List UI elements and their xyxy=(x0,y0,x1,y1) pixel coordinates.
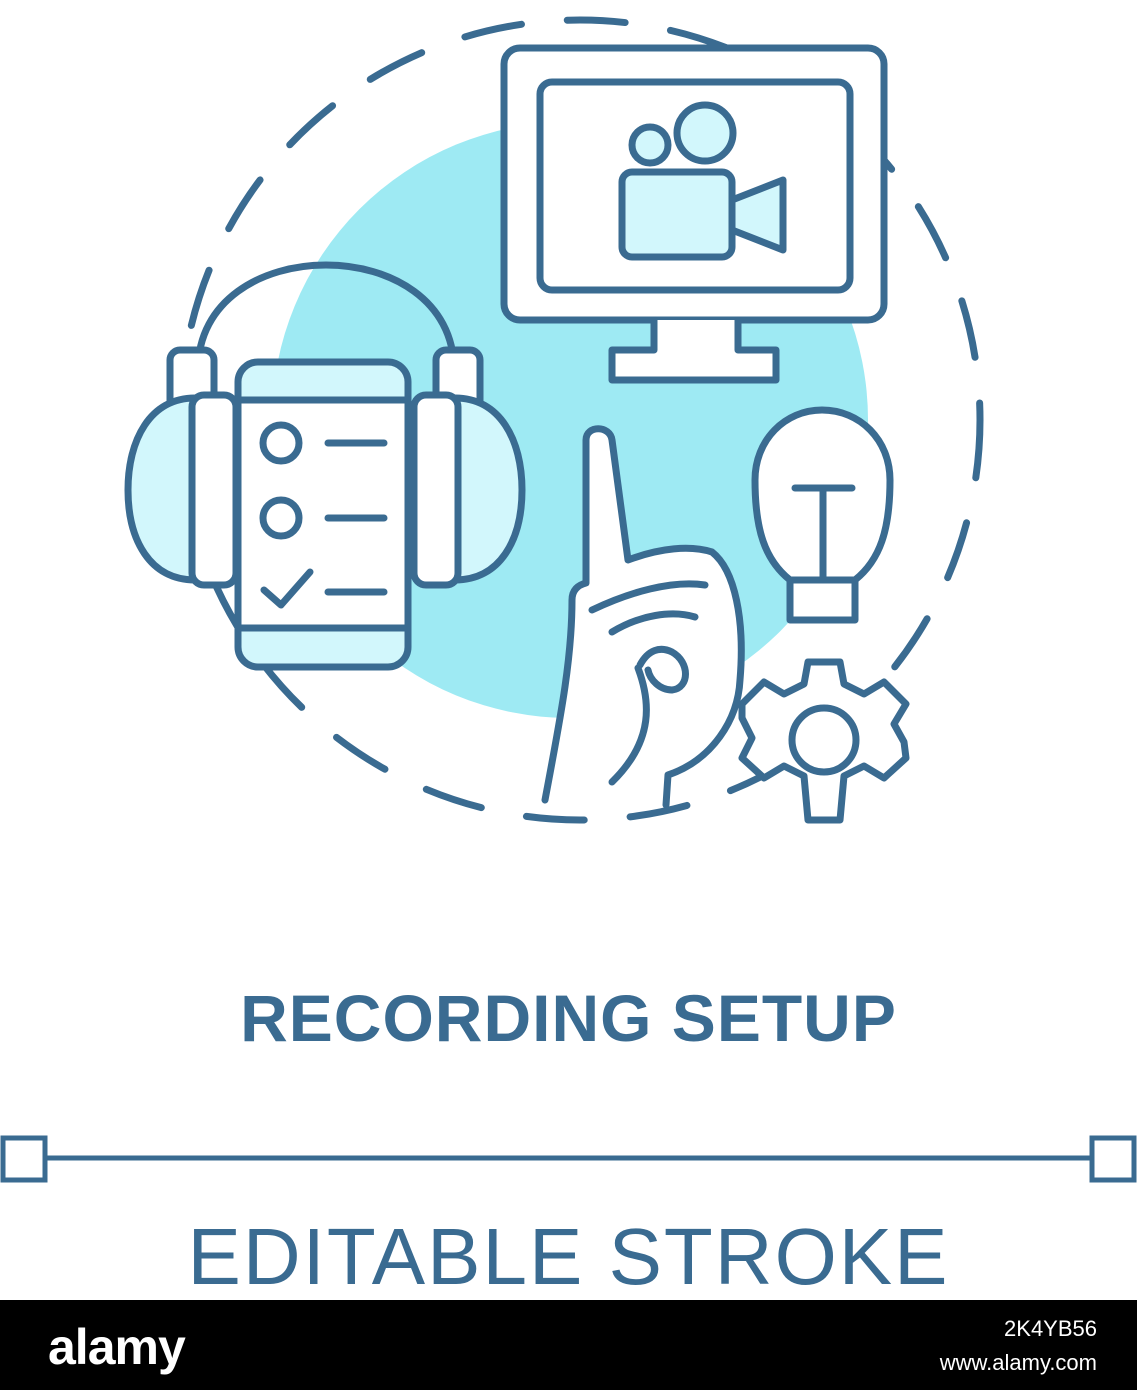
concept-title: RECORDING SETUP xyxy=(240,981,897,1055)
editable-stroke-divider xyxy=(0,1135,1137,1183)
light-bulb-icon xyxy=(751,406,894,624)
left-handle xyxy=(0,1135,48,1183)
watermark-site: www.alamy.com xyxy=(939,1350,1097,1375)
alamy-logo: alamy xyxy=(48,1319,186,1375)
watermark-bar: alamy 2K4YB56 www.alamy.com xyxy=(0,1300,1137,1390)
image-id: 2K4YB56 xyxy=(1004,1316,1097,1341)
hand-finger-icon xyxy=(541,425,745,809)
editable-stroke-label: EDITABLE STROKE xyxy=(187,1212,950,1301)
video-camera-icon xyxy=(618,101,787,261)
gear-icon xyxy=(738,658,910,824)
right-handle xyxy=(1089,1135,1137,1183)
smartphone-checklist-icon xyxy=(234,358,412,671)
concept-illustration xyxy=(124,16,984,824)
